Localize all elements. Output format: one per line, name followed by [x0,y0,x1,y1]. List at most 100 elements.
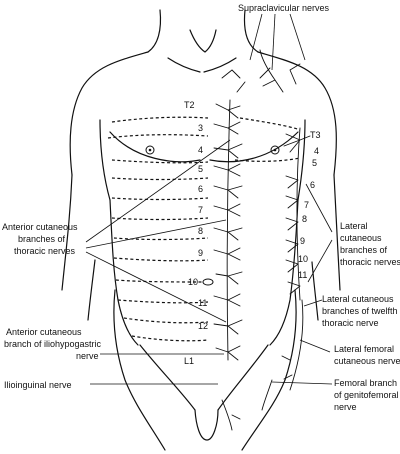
leader-anterior-1 [85,139,231,243]
callout-labels: Supraclavicular nerves Anterior cutaneou… [2,3,400,412]
supraclavicular-medial [221,69,246,93]
level-label-right: 11 [298,270,307,280]
branch-t7 [213,203,241,217]
forearm-right [311,261,319,321]
level-label-right: 4 [314,146,319,156]
clavicle-right [203,57,237,73]
level-label-right: 8 [302,214,307,224]
lateral-branch-t9 [285,239,299,253]
dermatome-line-l1 [131,335,209,342]
level-label-right: 10 [298,254,308,264]
dermatome-line-t9 [113,237,209,241]
level-label-left: 8 [198,226,203,236]
label-iliohypogastric-line1: Anterior cutaneous [6,327,82,337]
level-label-left: 3 [198,123,203,133]
lateral-femoral-nerve [289,299,304,391]
leader-supraclav-2 [271,13,276,71]
branch-t11 [213,293,241,307]
level-label-left: 7 [198,205,203,215]
ilioinguinal-branch [221,399,241,431]
arm-right-outer [333,174,341,291]
label-lateral-twelfth-line3: thoracic nerve [322,318,379,328]
branch-t4 [213,143,243,159]
lateral-branch-t6 [285,175,299,189]
branch-t12 [213,319,243,335]
label-lateral-femoral-line1: Lateral femoral [334,344,394,354]
throat-lines [189,29,217,53]
anterior-nerve-branches [213,99,243,361]
label-lateral-thoracic-line2: cutaneous [340,233,382,243]
arm-left-outer [61,174,73,291]
shoulder-left [69,51,149,176]
pectoral-left [109,131,201,163]
label-lateral-thoracic-line3: branches of [340,245,388,255]
label-anterior-thoracic-line3: thoracic nerves [14,246,76,256]
leader-supraclav-1 [249,13,263,61]
lateral-branch-t8 [285,217,299,231]
branch-t5 [213,163,241,177]
label-lateral-twelfth-line1: Lateral cutaneous [322,294,394,304]
dermatome-line-t7 [111,197,209,201]
label-iliohypogastric-line2: branch of iliohypogastric [4,339,102,349]
level-label-left: 9 [198,248,203,258]
arm-right-inner [297,119,306,201]
branch-t8 [213,227,243,241]
level-label-right: 9 [300,236,305,246]
level-label-right: 6 [310,180,315,190]
level-label-left: 6 [198,184,203,194]
level-label-left: 4 [198,145,203,155]
body-outline [61,9,341,451]
nipple-right-center [273,148,277,152]
leader-lateral-1 [305,183,333,233]
dermatome-line-t10 [113,257,209,262]
leader-genitofemoral [271,381,333,385]
leader-lateral-2 [307,239,333,283]
leader-twelfth [303,299,323,307]
label-lateral-thoracic-line4: thoracic nerves [340,257,400,267]
dermatome-line-t3 [111,116,209,123]
branch-t9 [213,247,241,261]
level-labels-left: T2 3 4 5 6 7 8 9 10 11 12 L1 [184,100,208,366]
forearm-left [87,259,96,321]
branch-t3 [213,121,241,135]
level-label-left: L1 [184,356,194,366]
hip-right [241,289,297,451]
arm-left-inner [99,119,111,201]
branch-t6 [213,185,243,199]
dermatome-line-t8 [111,217,209,221]
genital-outline [194,409,219,441]
label-anterior-thoracic-line2: branches of [18,234,66,244]
label-lateral-thoracic-line1: Lateral [340,221,368,231]
lateral-branch-t7 [285,195,299,209]
lateral-branch-t10 [285,259,299,273]
level-label-right: 7 [304,200,309,210]
umbilicus [202,278,214,286]
pectoral-right [209,131,299,163]
lateral-trunk [296,127,301,301]
label-genitofemoral-line1: Femoral branch [334,378,397,388]
level-labels-right: T3 4 5 6 7 8 9 10 11 [298,130,321,280]
branch-t10 [215,271,243,285]
nipple-left [145,145,155,155]
label-supraclavicular: Supraclavicular nerves [238,3,330,13]
label-lateral-twelfth-line2: branches of twelfth [322,306,398,316]
label-anterior-thoracic-line1: Anterior cutaneous [2,222,78,232]
dermatome-line-right-t4 [239,117,301,131]
torso-right-side [269,199,299,346]
label-ilioinguinal: Ilioinguinal nerve [4,380,72,390]
nipple-left-center [148,148,152,152]
dermatome-line-t10b [115,279,203,283]
leader-supraclav-3 [289,13,306,61]
level-label-left: 10 [188,277,198,287]
hip-left [113,289,166,451]
genitofemoral-branch [261,379,273,411]
branch-t2 [215,103,241,119]
level-label-right: 5 [312,158,317,168]
label-genitofemoral-line3: nerve [334,402,357,412]
dermatome-line-t4 [107,134,209,139]
dermatome-lines [107,116,301,342]
level-label-left: 5 [198,164,203,174]
leader-lateral-femoral [299,339,331,353]
dermatome-line-right-t5 [234,157,301,162]
